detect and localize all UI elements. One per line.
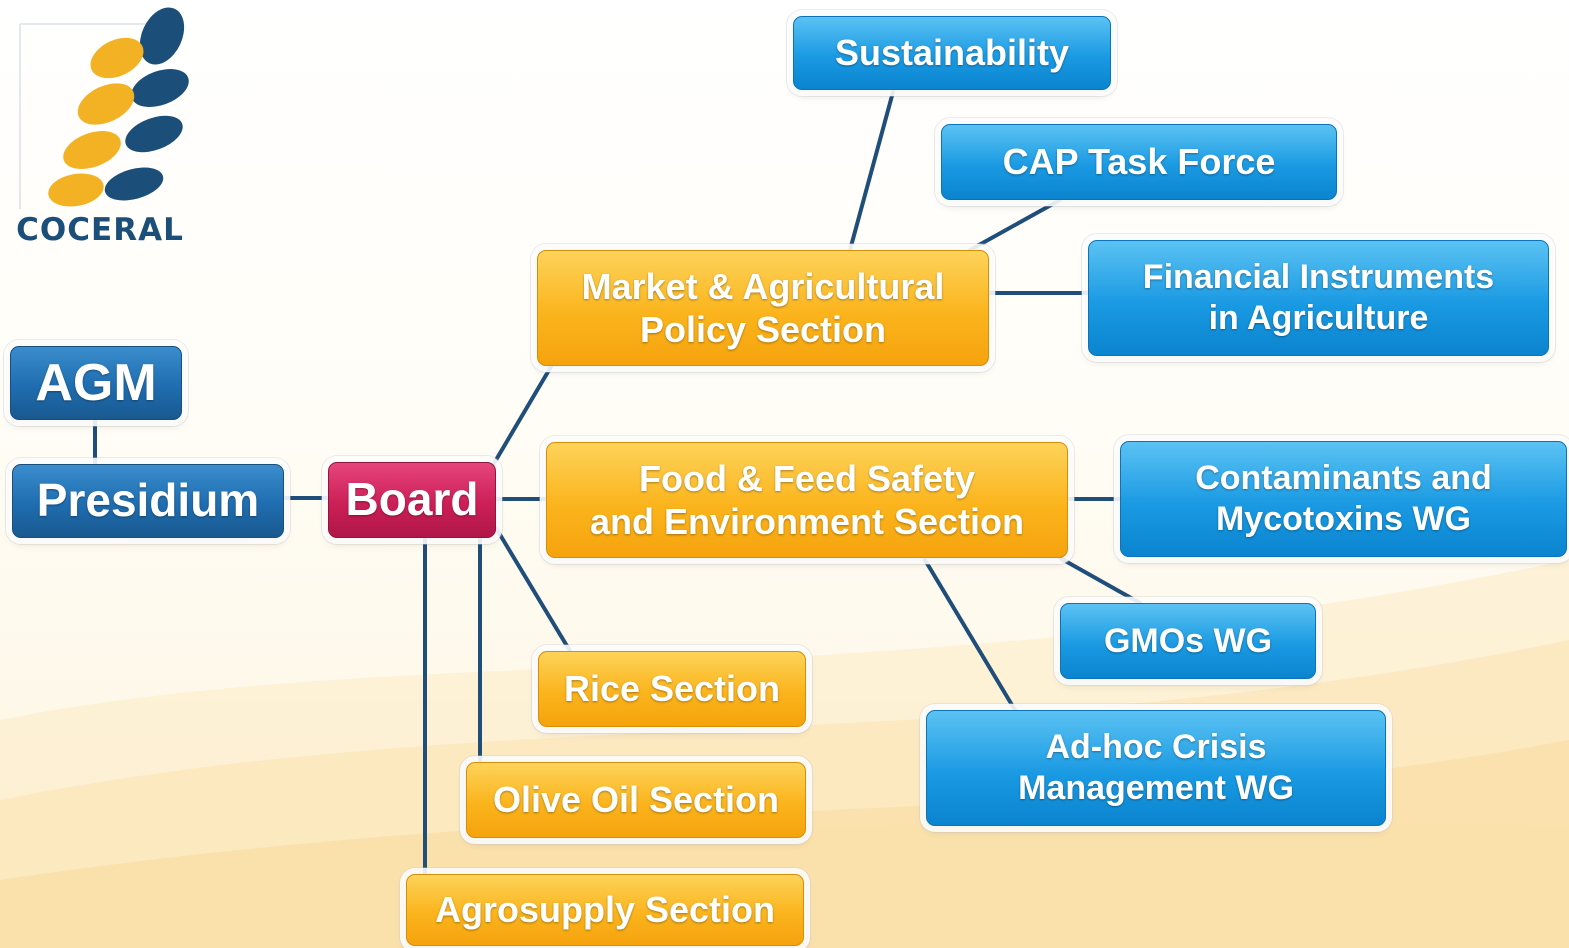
logo-wordmark: COCERAL (16, 212, 184, 248)
edge-market-cap (968, 198, 1062, 252)
gmos-wg-label: GMOs WG (1103, 621, 1273, 660)
agm-node: AGM (10, 346, 182, 420)
edge-board-market (491, 363, 554, 467)
market-section-label-line2: Policy Section (639, 309, 887, 350)
olive-oil-section-label: Olive Oil Section (492, 779, 780, 821)
financial-instruments-node: Financial Instruments in Agriculture (1088, 240, 1549, 356)
rice-section-label: Rice Section (563, 668, 781, 710)
agrosupply-section-node: Agrosupply Section (406, 874, 804, 946)
adhoc-crisis-label-line2: Management WG (1018, 769, 1294, 807)
board-label: Board (345, 473, 479, 526)
contaminants-mycotoxins-node: Contaminants and Mycotoxins WG (1120, 441, 1567, 557)
food-section-node: Food & Feed Safety and Environment Secti… (546, 442, 1068, 558)
edge-food-adhoc (923, 558, 1017, 712)
coceral-logo-icon (19, 7, 189, 209)
agm-label: AGM (35, 353, 157, 412)
rice-section-node: Rice Section (538, 651, 806, 727)
food-section-label-line2: and Environment Section (589, 501, 1025, 542)
edge-board-rice (494, 526, 572, 653)
contaminants-mycotoxins-label-line2: Mycotoxins WG (1215, 500, 1472, 538)
cap-task-force-node: CAP Task Force (941, 124, 1337, 200)
presidium-node: Presidium (12, 464, 284, 538)
olive-oil-section-node: Olive Oil Section (466, 762, 806, 838)
market-section-label-line1: Market & Agricultural (581, 265, 945, 307)
adhoc-crisis-label-line1: Ad-hoc Crisis (1045, 728, 1267, 767)
agrosupply-section-label: Agrosupply Section (434, 889, 776, 931)
edge-market-sustainability (848, 90, 895, 252)
sustainability-label: Sustainability (834, 32, 1070, 74)
adhoc-crisis-node: Ad-hoc Crisis Management WG (926, 710, 1386, 826)
financial-instruments-label-line1: Financial Instruments (1142, 258, 1495, 297)
edge-food-gmos (1058, 556, 1142, 605)
food-section-label-line1: Food & Feed Safety (638, 457, 976, 499)
gmos-wg-node: GMOs WG (1060, 603, 1316, 679)
presidium-label: Presidium (36, 474, 260, 527)
board-node: Board (328, 462, 496, 538)
sustainability-node: Sustainability (793, 16, 1111, 90)
market-section-node: Market & Agricultural Policy Section (537, 250, 989, 366)
financial-instruments-label-line2: in Agriculture (1208, 299, 1429, 337)
contaminants-mycotoxins-label-line1: Contaminants and (1195, 459, 1492, 498)
cap-task-force-label: CAP Task Force (1002, 141, 1276, 183)
